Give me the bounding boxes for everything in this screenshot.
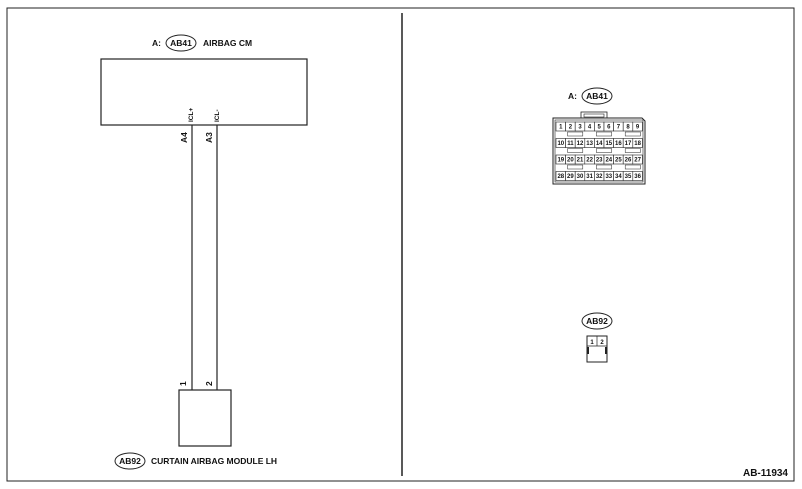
ab41-pin-label: 34 [615, 174, 622, 180]
ab41-pin-label: 1 [559, 125, 563, 131]
ab92-view-code: AB92 [586, 316, 608, 326]
terminal-a4: A4 [179, 132, 189, 143]
ab41-pin-label: 17 [625, 141, 632, 147]
ab41-latch-inner [583, 113, 605, 118]
ab41-code: AB41 [170, 38, 192, 48]
terminal-1: 1 [178, 381, 188, 386]
ab92-name: CURTAIN AIRBAG MODULE LH [151, 456, 277, 466]
ab41-pin-label: 22 [586, 158, 593, 164]
ab41-pin-label: 18 [634, 141, 641, 147]
ab41-pin-label: 2 [569, 125, 573, 131]
ab41-oval [165, 34, 197, 52]
ab92-pin-1: 1 [590, 340, 594, 346]
ab41-pin-label: 31 [586, 174, 593, 180]
ab41-view-prefix: A: [568, 91, 577, 101]
ab41-view-oval [581, 87, 613, 105]
ab92-view-oval [581, 312, 613, 330]
signal-icl-plus: ICL+ [188, 108, 195, 122]
ab41-pin-cell [632, 171, 643, 181]
ab41-pin-cell [632, 121, 643, 132]
ab41-pin-label: 32 [596, 174, 603, 180]
ab41-key-notch [596, 148, 612, 153]
ab41-pin-label: 15 [605, 141, 612, 147]
ab41-pin-label: 24 [605, 158, 612, 164]
ab41-key-notch [567, 148, 584, 153]
signal-icl-minus: ICL- [214, 109, 221, 122]
terminal-a3: A3 [204, 132, 214, 143]
ab41-pin-label: 26 [625, 158, 632, 164]
ab41-pin-label: 36 [634, 174, 641, 180]
ab41-pin-label: 11 [567, 141, 574, 147]
ab41-pin-label: 20 [567, 158, 574, 164]
ab41-pin-label: 16 [615, 141, 622, 147]
ab41-key-notch [596, 131, 612, 137]
ab41-key-notch [624, 164, 641, 170]
ab41-pin-cell [632, 138, 643, 148]
ab41-pin-label: 8 [626, 125, 630, 131]
ab41-pin-label: 7 [617, 125, 621, 131]
ab41-key-notch [624, 131, 641, 137]
ab41-key-notch [567, 164, 584, 170]
ab41-pin-label: 3 [578, 125, 582, 131]
ab41-key-notch [596, 164, 612, 170]
diagram-frame [6, 7, 795, 482]
ab41-pin-label: 21 [577, 158, 584, 164]
ab41-pin-label: 33 [605, 174, 612, 180]
document-id: AB-11934 [743, 468, 788, 479]
ab41-pin-label: 28 [557, 174, 564, 180]
ab41-housing-inner [554, 119, 644, 183]
ab41-pin-label: 25 [615, 158, 622, 164]
ab41-pin-label: 27 [634, 158, 641, 164]
ab41-pin-label: 19 [557, 158, 564, 164]
ab41-view-code: AB41 [586, 91, 608, 101]
ab41-pin-label: 30 [577, 174, 584, 180]
ab92-connector-face: 1 2 [586, 335, 608, 363]
ab41-pin-label: 9 [636, 125, 640, 131]
ab41-prefix: A: [152, 38, 161, 48]
ab41-pin-label: 13 [586, 141, 593, 147]
ab41-key-notch [624, 148, 641, 153]
ab41-pin-label: 35 [625, 174, 632, 180]
curtain-airbag-module-box [178, 389, 232, 447]
ab41-pin-label: 4 [588, 125, 592, 131]
ab41-pin-label: 5 [598, 125, 602, 131]
airbag-cm-box [100, 58, 308, 126]
ab41-pin-label: 6 [607, 125, 611, 131]
ab41-key-notch [567, 131, 584, 137]
ab92-code: AB92 [119, 456, 141, 466]
ab92-lock-right [605, 347, 607, 354]
ab92-pin-2: 2 [600, 340, 604, 346]
ab92-oval [114, 452, 146, 470]
terminal-2: 2 [204, 381, 214, 386]
ab41-pin-cell [632, 154, 643, 165]
ab92-lock-left [587, 347, 589, 354]
ab41-pin-label: 10 [557, 141, 564, 147]
ab41-name: AIRBAG CM [203, 38, 252, 48]
ab41-pin-label: 14 [596, 141, 603, 147]
ab41-pin-label: 12 [577, 141, 584, 147]
ab41-pin-label: 23 [596, 158, 603, 164]
ab41-pin-label: 29 [567, 174, 574, 180]
